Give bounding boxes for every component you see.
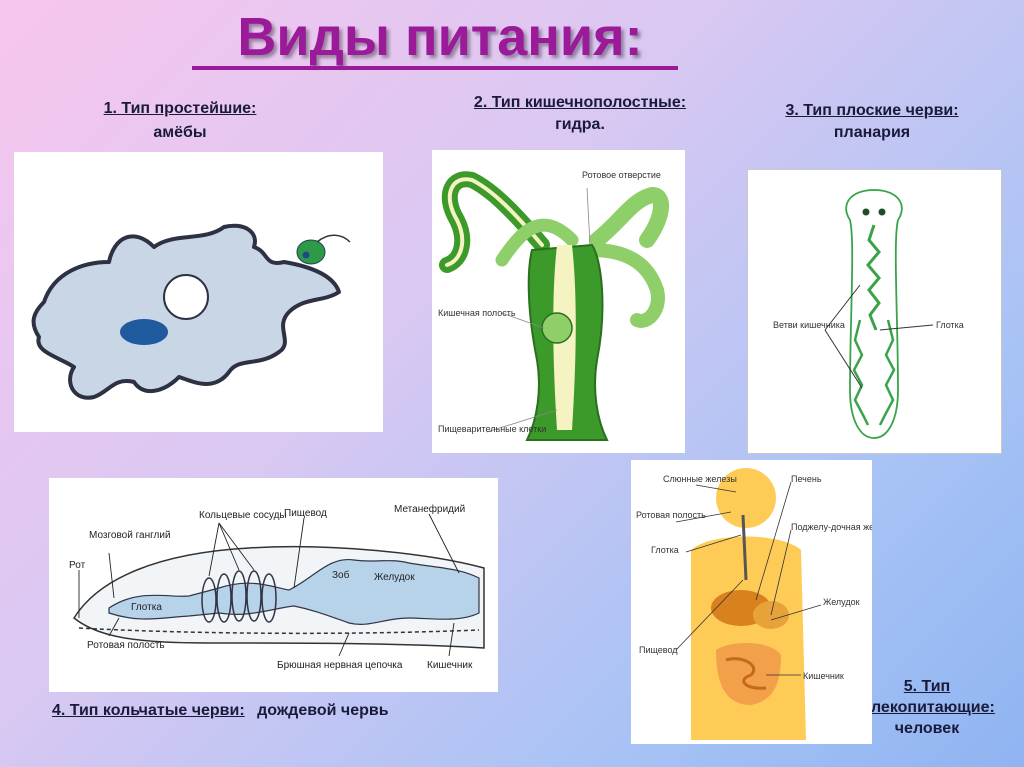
title-underline (192, 66, 678, 70)
type2-caption: 2. Тип кишечнополостные: гидра. (430, 94, 730, 134)
earthworm-image: Кольцевые сосуды Пищевод Метанефридий Мо… (49, 478, 498, 692)
type3-heading: 3. Тип плоские черви: (785, 102, 959, 119)
human-torso (691, 536, 806, 740)
worm-metanephridium-label: Метанефридий (394, 503, 465, 515)
human-pancreas-label: Поджелу-дочная железа (791, 522, 872, 532)
human-salivary-label: Слюнные железы (663, 474, 737, 484)
human-liver-label: Печень (791, 474, 822, 484)
human-intestine-label: Кишечник (803, 671, 844, 681)
worm-esophagus-label: Пищевод (284, 508, 327, 519)
hydra-mouth-label: Ротовое отверстие (582, 170, 661, 180)
page-title: Виды питания: (237, 7, 643, 67)
planaria-image: Ветви кишечника Глотка (747, 169, 1002, 454)
hydra-image: Ротовое отверстие Кишечная полость Пищев… (432, 150, 685, 453)
type1-caption: 1. Тип простейшие: амёбы (60, 100, 300, 142)
type3-example: планария (833, 124, 911, 141)
amoeba-vacuole (163, 274, 209, 320)
worm-mouth-label: Рот (69, 560, 86, 571)
hydra-cavity-label: Кишечная полость (438, 308, 516, 318)
human-stomach-label: Желудок (823, 597, 860, 607)
amoeba-nucleus (120, 319, 168, 345)
amoeba-image (14, 152, 383, 432)
worm-stomach-label: Желудок (374, 572, 415, 583)
human-pharynx-label: Глотка (651, 545, 679, 555)
type2-example: гидра. (555, 116, 605, 133)
type5-caption: 5. Тип млекопитающие: человек (832, 676, 1022, 739)
type5-heading-line2: млекопитающие: (859, 699, 995, 716)
type1-example: амёбы (153, 124, 207, 141)
type5-heading-line1: 5. Тип (903, 678, 951, 695)
worm-oral-cavity-label: Ротовая полость (87, 640, 165, 651)
human-oral-cavity-label: Ротовая полость (636, 510, 706, 520)
type2-heading: 2. Тип кишечнополостные: (473, 94, 687, 111)
type4-caption: 4. Тип кольчатые черви: дождевой червь (52, 702, 492, 720)
hydra-cells-label: Пищеварительные клетки (438, 424, 546, 434)
type4-heading: 4. Тип кольчатые черви: (52, 702, 245, 719)
planaria-body (845, 189, 903, 439)
worm-intestine-label: Кишечник (427, 660, 473, 671)
planaria-branches-label: Ветви кишечника (773, 320, 845, 330)
type1-heading: 1. Тип простейшие: (103, 100, 257, 117)
worm-vessels-label: Кольцевые сосуды (199, 510, 287, 521)
human-image: Слюнные железы Печень Ротовая полость По… (631, 460, 872, 744)
worm-nerve-chain-label: Брюшная нервная цепочка (277, 660, 403, 671)
euglena-prey (296, 239, 326, 265)
worm-ganglion-label: Мозговой ганглий (89, 530, 171, 541)
planaria-pharynx-label: Глотка (936, 320, 964, 330)
worm-pharynx-label: Глотка (131, 602, 162, 613)
type5-example: человек (894, 720, 960, 737)
type3-caption: 3. Тип плоские черви: планария (752, 102, 992, 142)
type4-example: дождевой червь (257, 702, 389, 719)
worm-crop-label: Зоб (332, 569, 350, 581)
human-esophagus-label: Пищевод (639, 645, 678, 655)
